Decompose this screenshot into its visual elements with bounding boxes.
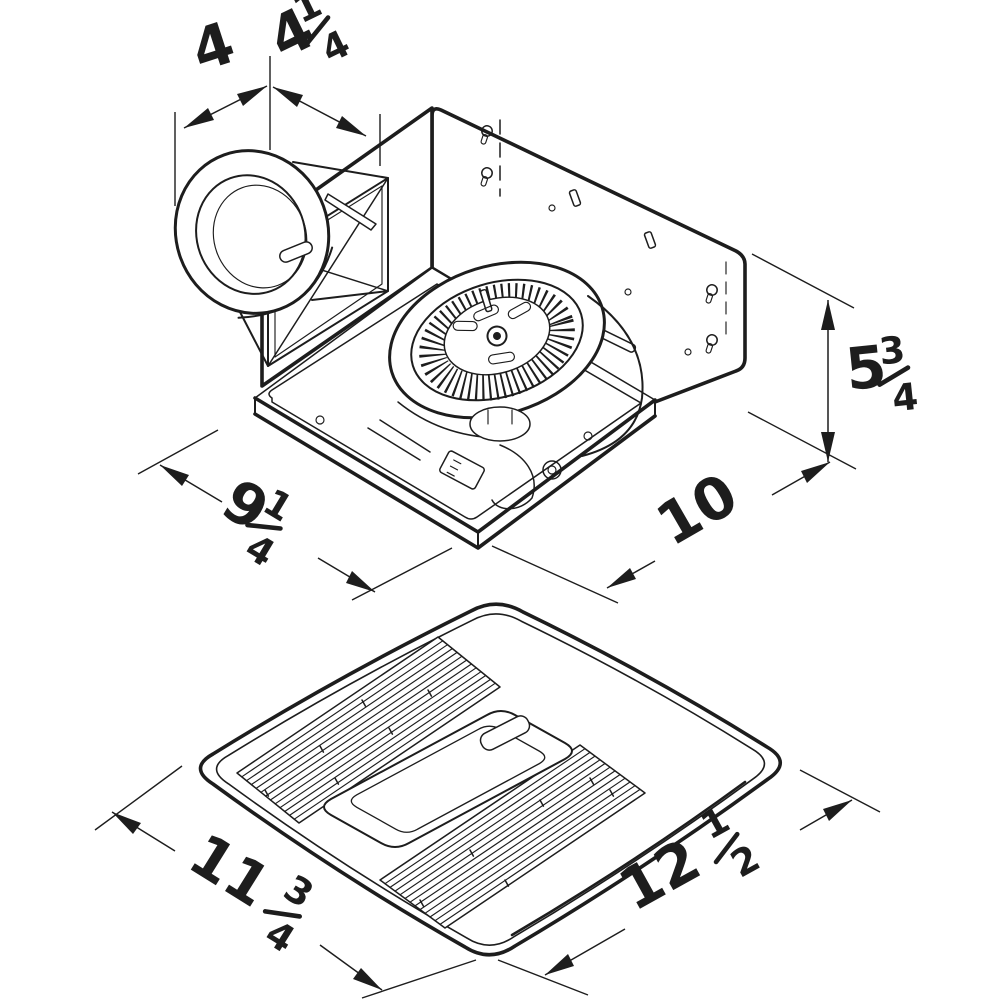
recess-pull [479,715,531,751]
wiring-connector [439,450,485,490]
svg-text:5: 5 [842,332,889,404]
dimension-label: 5 3 4 [842,328,920,420]
motor-and-wiring [315,406,593,510]
motor [469,406,531,442]
screw-head [583,431,593,441]
svg-text:11: 11 [178,820,282,920]
dimension-height: 5 3 4 [747,253,920,470]
housing-view: 4 4 1 4 5 3 4 [137,0,920,604]
keyhole-slot [480,125,493,145]
louver-ticks [419,777,615,907]
dimension-label: 10 [645,460,749,559]
louver-ticks [264,689,433,797]
damper-tab [279,241,313,263]
svg-text:4: 4 [890,375,920,420]
grille-inner-shadow [510,780,747,937]
svg-text:4: 4 [258,912,303,962]
grille-louver-panel-1 [236,636,501,824]
dimension-label: 4 [183,8,242,85]
scroll-housing-curve [581,295,644,457]
dimension-duct-projection: 4 1 4 [258,0,381,166]
duct-collar [173,149,334,319]
damper-rod [324,193,377,231]
grommet [542,460,562,480]
keyhole-slot [480,167,493,187]
shaft-stub [479,288,493,313]
collar-body [237,246,334,319]
dimension-label: 4 1 4 [258,0,357,73]
svg-text:3: 3 [276,867,321,917]
screw-head [315,415,325,425]
hub-center [486,325,508,347]
keyhole-slot [705,284,718,304]
keyhole-slot [705,334,718,354]
blower-assembly [388,260,644,457]
grille-recess [323,710,573,848]
wire [491,444,535,510]
dimension-label: 9 1 4 [211,466,300,576]
svg-text:4: 4 [315,22,357,72]
grille-louver-panel-2 [379,744,646,929]
blower-hub [443,288,551,376]
pan-opening-lip [268,283,642,520]
duct-transition [239,161,389,367]
svg-text:3: 3 [877,328,907,373]
grille-view: 11 3 4 12 1 2 [94,602,881,999]
